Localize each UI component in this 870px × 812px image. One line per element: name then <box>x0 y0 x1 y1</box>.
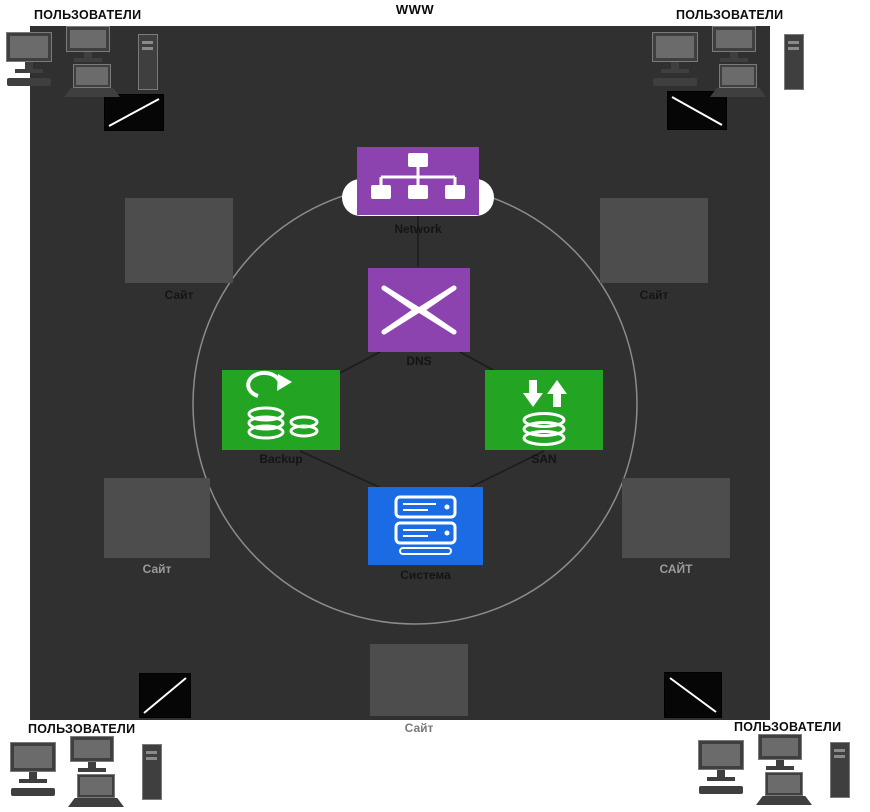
node-network-label: Network <box>394 222 442 236</box>
node-system <box>368 487 483 565</box>
laptop-icon <box>756 772 812 806</box>
site-label-top-left: Сайт <box>164 288 194 302</box>
tower-icon <box>830 742 850 798</box>
tower-icon <box>142 744 162 800</box>
server-rack-icon <box>394 495 457 555</box>
node-san <box>485 370 603 450</box>
screen-icon <box>667 91 727 130</box>
node-network <box>357 147 479 215</box>
site-label-bottom-right: САЙТ <box>659 562 693 576</box>
desktop-icon <box>10 742 66 804</box>
monitor-icon <box>70 736 114 778</box>
laptop-icon <box>710 64 766 98</box>
user-cluster-bottom-right <box>698 734 868 810</box>
node-system-label: Система <box>400 568 451 582</box>
node-dns <box>368 268 470 352</box>
screen-icon <box>664 672 722 718</box>
user-cluster-bottom-left <box>10 736 180 812</box>
tower-icon <box>138 34 158 90</box>
site-label-top-right: Сайт <box>639 288 669 302</box>
users-label-bottom-right: ПОЛЬЗОВАТЕЛИ <box>734 720 842 734</box>
laptop-icon <box>64 64 120 98</box>
tower-icon <box>784 34 804 90</box>
node-san-label: SAN <box>531 452 557 466</box>
sitemap-icon <box>371 153 465 199</box>
monitor-icon <box>758 734 802 776</box>
site-label-bottom-left: Сайт <box>142 562 172 576</box>
laptop-icon <box>68 774 124 808</box>
desktop-icon <box>652 32 708 94</box>
users-label-top-right: ПОЛЬЗОВАТЕЛИ <box>676 8 784 22</box>
monitor-icon <box>712 26 756 68</box>
site-label-bottom-center: Сайт <box>404 721 434 735</box>
crossconnect-icon <box>381 285 457 335</box>
www-label: WWW <box>395 2 435 17</box>
monitor-icon <box>66 26 110 68</box>
site-box-bottom-right <box>622 478 730 558</box>
site-box-top-right <box>600 198 708 283</box>
storage-transfer-icon <box>522 380 567 446</box>
users-label-bottom-left: ПОЛЬЗОВАТЕЛИ <box>28 722 136 736</box>
site-box-bottom-left <box>104 478 210 558</box>
node-dns-label: DNS <box>406 354 432 368</box>
screen-icon <box>139 673 191 718</box>
user-cluster-top-right <box>652 26 822 102</box>
node-backup <box>222 370 340 450</box>
site-box-top-left <box>125 198 233 283</box>
screen-icon <box>104 94 164 131</box>
database-restore-icon <box>246 370 319 440</box>
user-cluster-top-left <box>6 26 176 102</box>
desktop-icon <box>6 32 62 94</box>
node-backup-label: Backup <box>259 452 303 466</box>
desktop-icon <box>698 740 754 802</box>
site-box-bottom-center <box>370 644 468 716</box>
users-label-top-left: ПОЛЬЗОВАТЕЛИ <box>34 8 142 22</box>
